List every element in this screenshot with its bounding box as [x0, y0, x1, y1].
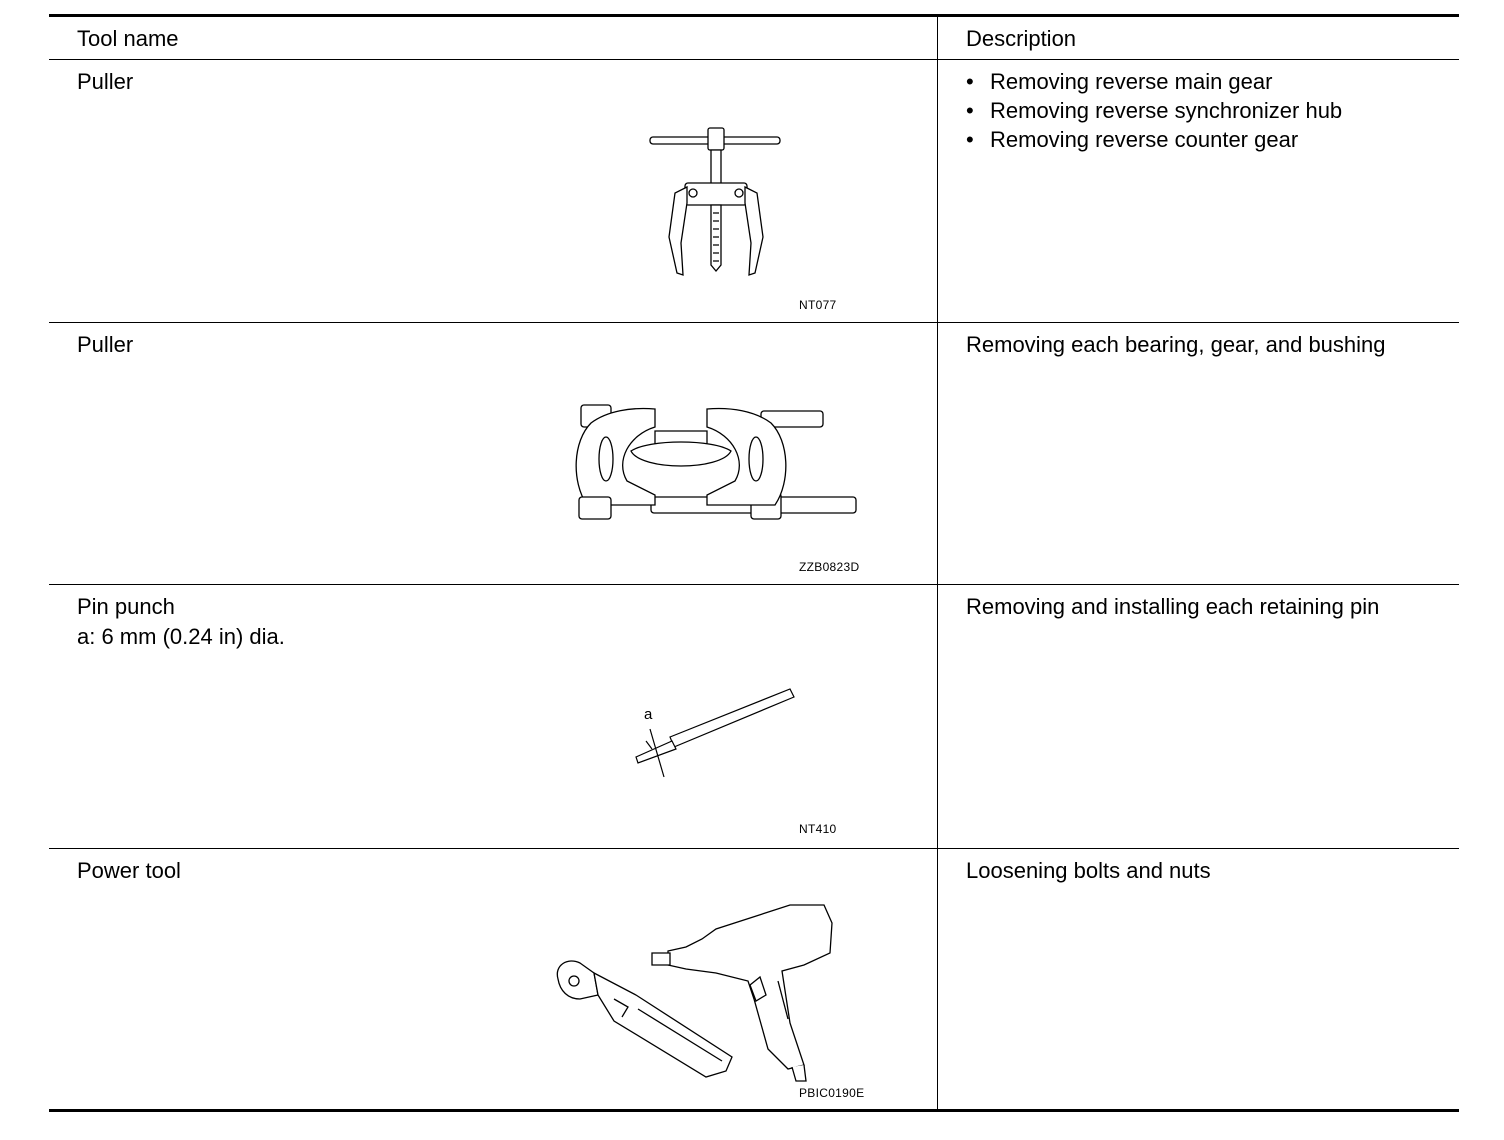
figure-code: NT077	[799, 298, 837, 312]
bullet: •	[966, 69, 974, 94]
bearing-separator-icon	[571, 401, 861, 527]
description: Removing and installing each retaining p…	[966, 594, 1380, 619]
header-divider	[49, 59, 1459, 60]
row-divider	[49, 584, 1459, 585]
list-item: • Removing reverse main gear	[966, 67, 1342, 96]
tool-name-puller: Puller	[77, 332, 134, 357]
figure-code: ZZB0823D	[799, 560, 860, 574]
list-item-text: Removing reverse main gear	[990, 69, 1273, 94]
header-tool-name: Tool name	[77, 26, 179, 51]
figure-code: NT410	[799, 822, 837, 836]
tool-name-power-tool: Power tool	[77, 858, 181, 883]
pin-punch-icon	[632, 685, 802, 777]
figure-label: a	[644, 706, 653, 723]
tool-name-pin-punch: Pin punch	[77, 594, 175, 619]
description: Removing each bearing, gear, and bushing	[966, 332, 1386, 357]
bullet: •	[966, 98, 974, 123]
description: Loosening bolts and nuts	[966, 858, 1211, 883]
bullet: •	[966, 127, 974, 152]
tool-spec: a: 6 mm (0.24 in) dia.	[77, 624, 285, 649]
list-item-text: Removing reverse synchronizer hub	[990, 98, 1343, 123]
list-item: • Removing reverse counter gear	[966, 125, 1342, 154]
list-item-text: Removing reverse counter gear	[990, 127, 1299, 152]
puller-three-jaw-icon	[647, 125, 787, 285]
description-list: • Removing reverse main gear • Removing re…	[966, 67, 1342, 154]
column-divider	[937, 17, 938, 1109]
tool-table: Tool name Description Puller • Removing r…	[49, 14, 1459, 1112]
tool-name-puller: Puller	[77, 69, 134, 94]
header-description: Description	[966, 26, 1077, 51]
row-divider	[49, 848, 1459, 849]
power-tool-icon	[554, 899, 864, 1081]
list-item: • Removing reverse synchronizer hub	[966, 96, 1342, 125]
figure-code: PBIC0190E	[799, 1086, 865, 1100]
row-divider	[49, 322, 1459, 323]
